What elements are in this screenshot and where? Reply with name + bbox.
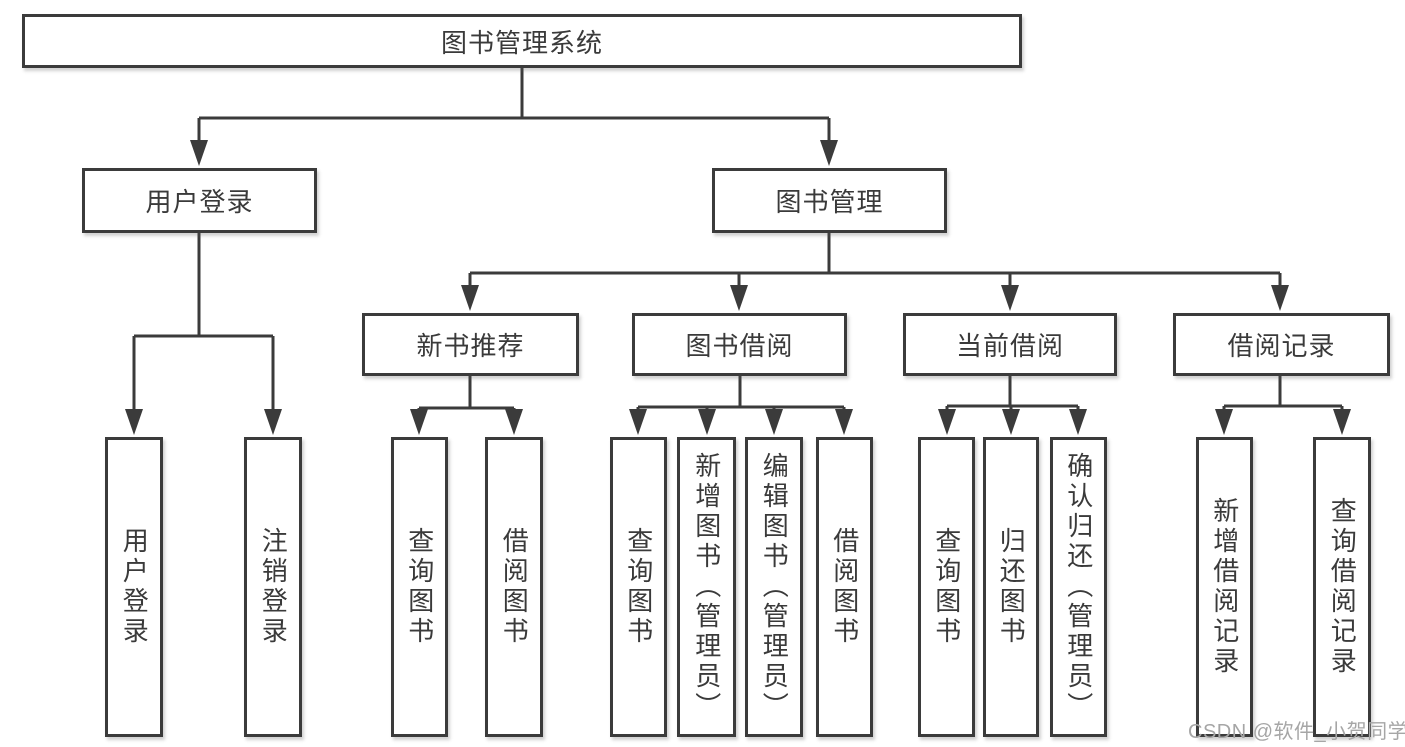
arrowhead — [1271, 285, 1289, 311]
node-book-borrow: 图书借阅 — [632, 313, 847, 376]
leaf-borrow-books-label: 借阅图书 — [829, 527, 860, 647]
branch-user-login-label: 用户登录 — [145, 187, 254, 217]
node-book-borrow-label: 图书借阅 — [685, 331, 794, 361]
arrowhead — [820, 140, 838, 166]
node-borrow-records-label: 借阅记录 — [1227, 331, 1336, 361]
leaf-query-books-borrow: 查询图书 — [610, 437, 667, 737]
arrowhead — [505, 409, 523, 435]
arrowhead — [190, 140, 208, 166]
leaf-query-borrow-record-label: 查询借阅记录 — [1327, 497, 1358, 677]
leaf-query-books-recommend-label: 查询图书 — [404, 527, 435, 647]
leaf-add-borrow-record: 新增借阅记录 — [1196, 437, 1253, 737]
arrowhead — [730, 285, 748, 311]
arrowhead — [1069, 409, 1087, 435]
node-current-borrow: 当前借阅 — [903, 313, 1117, 376]
csdn-watermark: CSDN @软件_小贺同学 — [1188, 721, 1405, 743]
arrowhead — [264, 409, 282, 435]
connector-new-book — [417, 376, 516, 412]
leaf-edit-book-admin-label: 编辑图书（管理员） — [759, 452, 790, 722]
arrowhead — [1002, 409, 1020, 435]
leaf-return-book: 归还图书 — [983, 437, 1039, 737]
leaf-add-borrow-record-label: 新增借阅记录 — [1209, 497, 1240, 677]
leaf-logout: 注销登录 — [244, 437, 302, 737]
connector-borrow-records — [1222, 376, 1344, 412]
arrowhead — [698, 409, 716, 435]
leaf-borrow-books-recommend-label: 借阅图书 — [499, 527, 530, 647]
node-borrow-records: 借阅记录 — [1173, 313, 1390, 376]
arrowhead — [125, 409, 143, 435]
branch-user-login: 用户登录 — [82, 168, 317, 233]
connector-book-management — [468, 233, 1282, 287]
connector-root — [197, 68, 831, 142]
leaf-add-book-admin-label: 新增图书（管理员） — [691, 452, 722, 722]
connector-book-borrow — [636, 376, 846, 412]
arrowhead — [410, 409, 428, 435]
arrowhead — [1215, 409, 1233, 435]
leaf-query-books-current: 查询图书 — [918, 437, 975, 737]
node-current-borrow-label: 当前借阅 — [955, 331, 1064, 361]
leaf-query-books-recommend: 查询图书 — [391, 437, 448, 737]
branch-book-management: 图书管理 — [712, 168, 947, 233]
leaf-user-login: 用户登录 — [105, 437, 163, 737]
arrowhead — [938, 409, 956, 435]
arrowhead — [461, 285, 479, 311]
root-node-label: 图书管理系统 — [440, 27, 603, 58]
arrowhead — [1001, 285, 1019, 311]
arrowhead — [765, 409, 783, 435]
node-new-book-recommend: 新书推荐 — [362, 313, 579, 376]
leaf-query-books-current-label: 查询图书 — [931, 527, 962, 647]
arrowhead — [629, 409, 647, 435]
branch-book-management-label: 图书管理 — [775, 187, 884, 217]
leaf-confirm-return-admin: 确认归还（管理员） — [1050, 437, 1107, 737]
leaf-user-login-label: 用户登录 — [119, 527, 150, 647]
node-new-book-recommend-label: 新书推荐 — [416, 331, 525, 361]
arrowhead — [835, 409, 853, 435]
connector-current-borrow — [945, 376, 1080, 412]
connector-user-login — [132, 233, 275, 411]
leaf-query-books-borrow-label: 查询图书 — [623, 527, 654, 647]
leaf-return-book-label: 归还图书 — [996, 527, 1027, 647]
leaf-add-book-admin: 新增图书（管理员） — [677, 437, 736, 737]
leaf-edit-book-admin: 编辑图书（管理员） — [745, 437, 803, 737]
root-node-library-system: 图书管理系统 — [22, 14, 1022, 68]
arrowhead — [1333, 409, 1351, 435]
leaf-logout-label: 注销登录 — [258, 527, 289, 647]
leaf-borrow-books-recommend: 借阅图书 — [485, 437, 543, 737]
leaf-confirm-return-admin-label: 确认归还（管理员） — [1063, 452, 1094, 722]
leaf-borrow-books: 借阅图书 — [816, 437, 873, 737]
leaf-query-borrow-record: 查询借阅记录 — [1313, 437, 1371, 737]
